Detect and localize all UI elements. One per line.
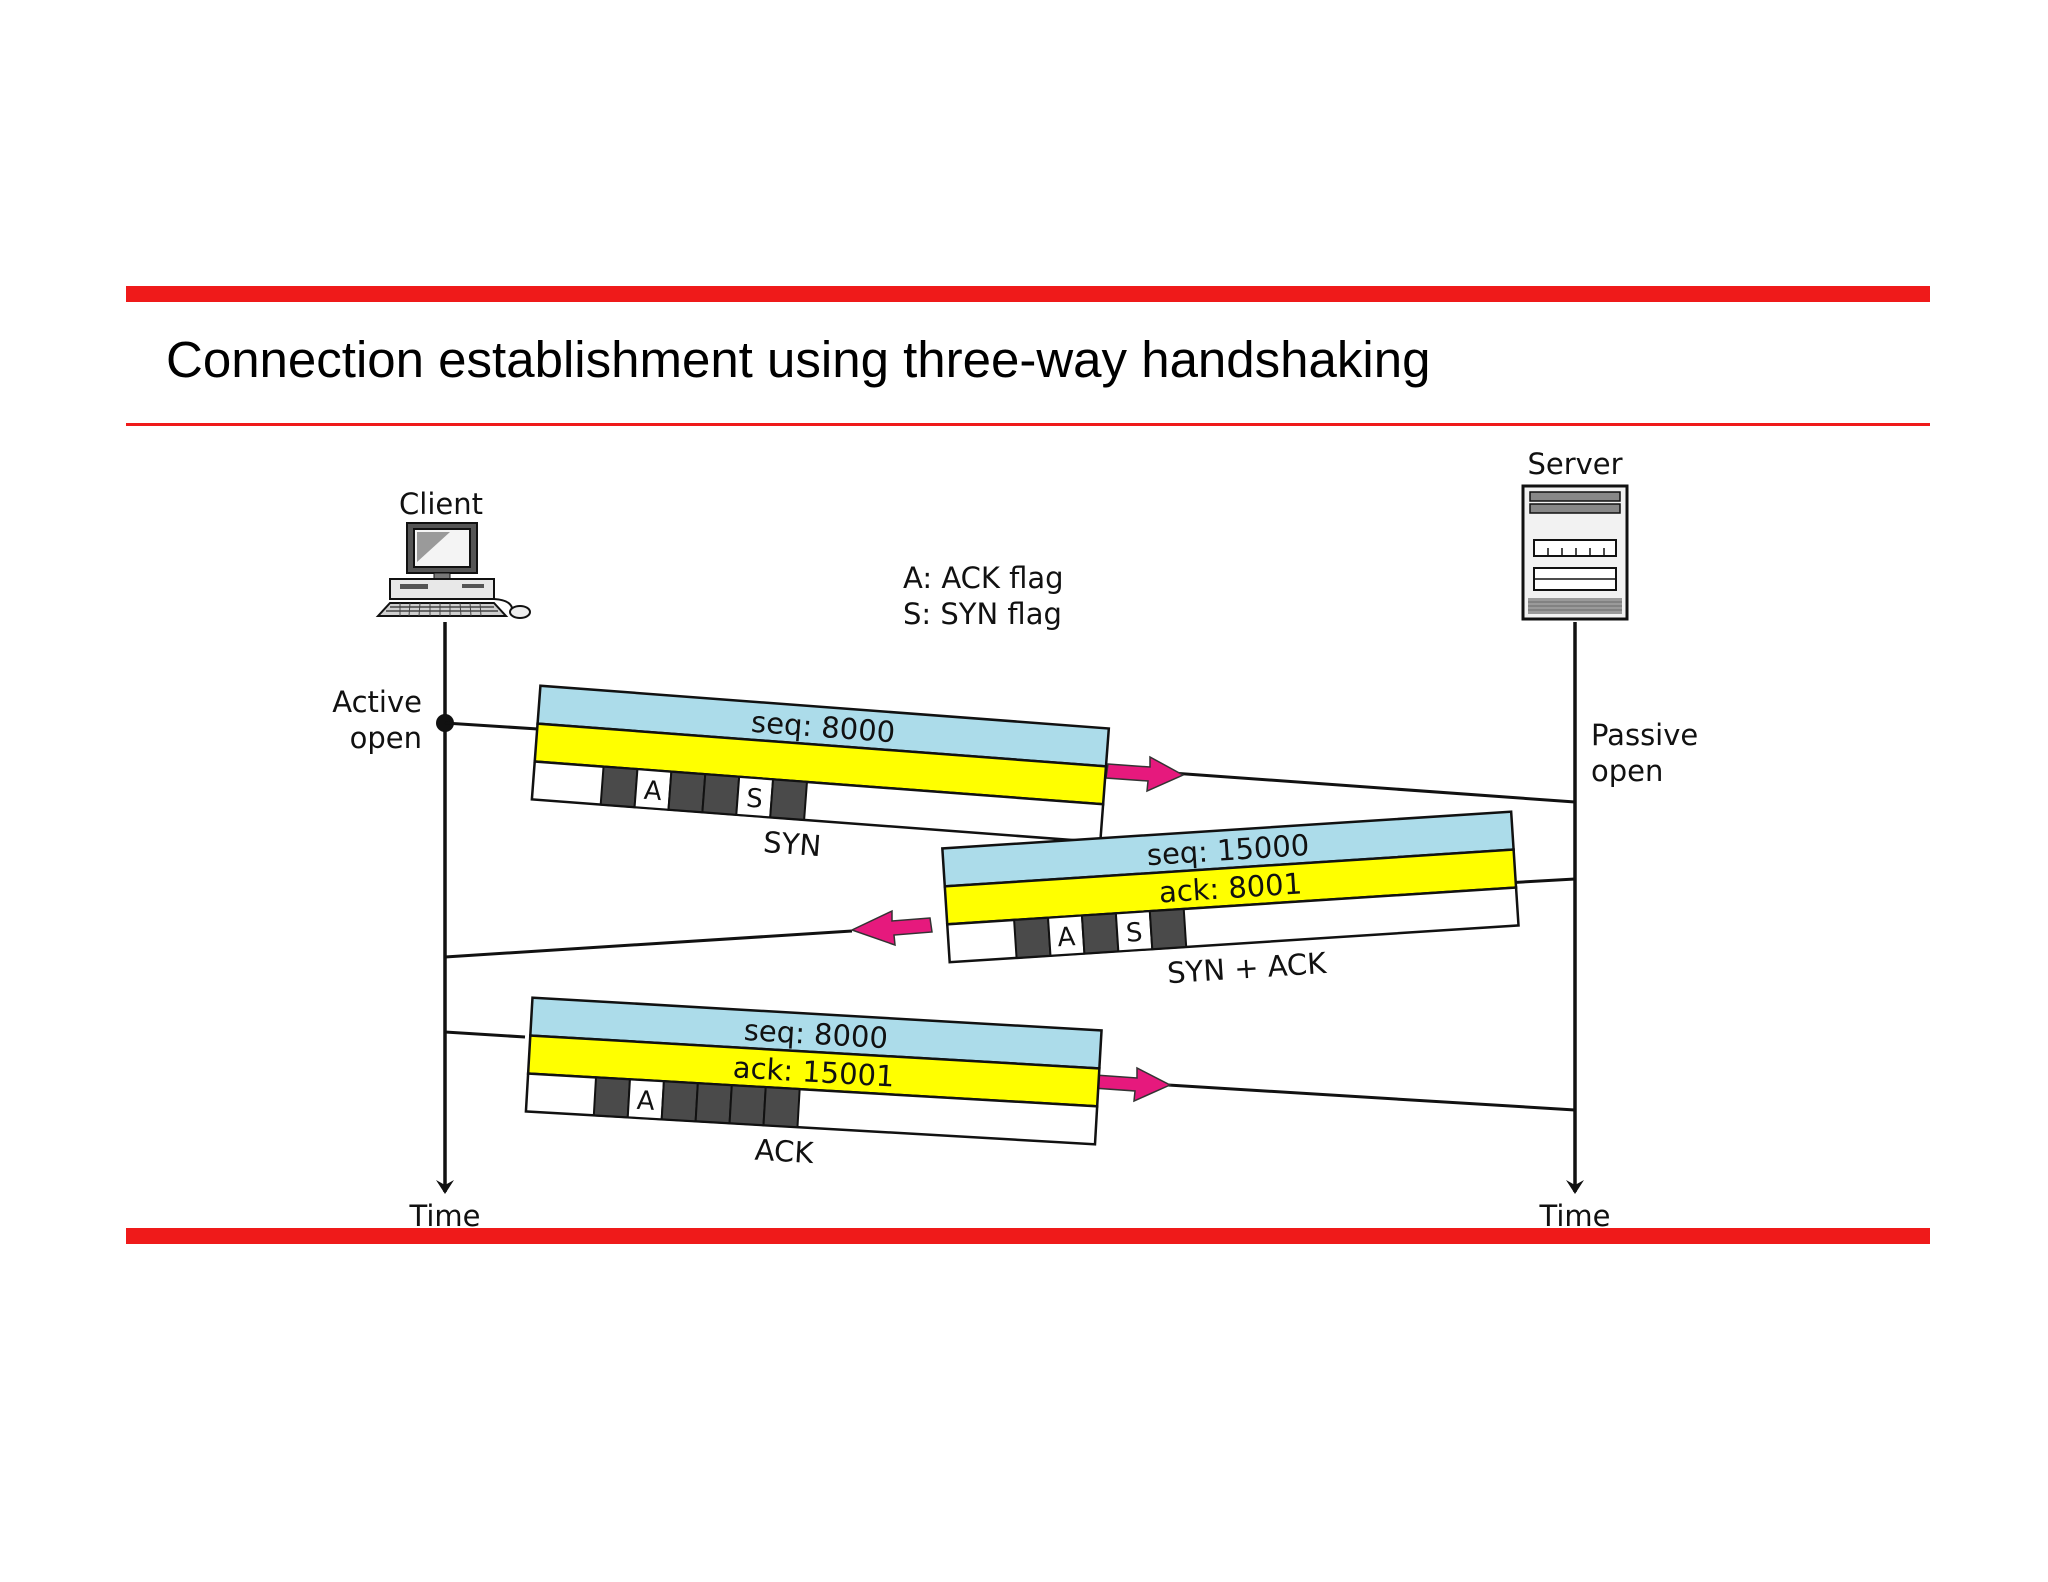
computer-icon — [375, 522, 531, 619]
synack-segment-name: SYN + ACK — [1166, 946, 1328, 990]
slide-title: Connection establishment using three-way… — [166, 331, 1431, 388]
top-red-rule — [126, 286, 1930, 302]
synack-direction-arrow — [850, 909, 933, 947]
svg-text:S: S — [1125, 918, 1143, 949]
ack-seq-text: seq: 8000 — [743, 1013, 889, 1055]
ack-flag-cell-5 — [762, 1086, 801, 1129]
svg-text:A: A — [643, 776, 663, 807]
legend-ack-flag: A: ACK flag — [903, 561, 1064, 595]
synack-segment-line-end — [444, 929, 853, 959]
bottom-red-rule — [126, 1228, 1930, 1244]
active-open-label-line1: Active — [332, 685, 422, 719]
syn-flag-cell-2 — [667, 770, 707, 814]
synack-flag-cell-ack: A — [1046, 914, 1086, 957]
ack-segment-line-start — [444, 1030, 526, 1039]
title-underline-rule — [126, 423, 1930, 426]
svg-text:A: A — [636, 1086, 656, 1117]
server-icon — [1521, 484, 1629, 621]
syn-segment-name: SYN — [762, 825, 822, 863]
syn-direction-arrow — [1105, 755, 1185, 793]
synack-flag-cell-4 — [1148, 907, 1188, 951]
active-open-label-line2: open — [350, 721, 422, 755]
client-label: Client — [399, 487, 483, 521]
legend-syn-flag: S: SYN flag — [903, 597, 1062, 631]
passive-open-label-line1: Passive — [1591, 718, 1698, 752]
svg-text:A: A — [1057, 922, 1077, 953]
syn-flag-cell-syn: S — [735, 775, 775, 819]
ack-flag-cell-0 — [592, 1076, 631, 1119]
ack-segment-name: ACK — [754, 1133, 815, 1170]
ack-flag-cell-4 — [728, 1084, 767, 1127]
ack-flag-cell-ack: A — [626, 1078, 665, 1121]
synack-segment-box: seq: 15000 ack: 8001 A S SYN + ACK — [941, 810, 1520, 990]
server-label: Server — [1527, 447, 1622, 481]
syn-segment-line-end — [1171, 771, 1576, 804]
syn-segment-box: seq: 8000 A S SYN — [530, 684, 1111, 863]
synack-flag-cell-0 — [1013, 916, 1052, 959]
synack-flag-cell-syn: S — [1114, 910, 1154, 953]
passive-open-label-line2: open — [1591, 754, 1663, 788]
ack-flag-cell-3 — [694, 1082, 733, 1125]
ack-segment-box: seq: 8000 ack: 15001 A ACK — [524, 996, 1103, 1170]
syn-segment-line-start — [444, 721, 539, 731]
svg-text:S: S — [745, 784, 764, 815]
syn-flag-cell-0 — [599, 765, 639, 809]
syn-flag-cell-5 — [769, 778, 809, 821]
ack-flag-cell-2 — [660, 1080, 699, 1123]
ack-segment-line-end — [1167, 1083, 1576, 1112]
client-time-label: Time — [409, 1199, 481, 1233]
synack-flag-cell-2 — [1080, 912, 1120, 955]
syn-flag-cell-3 — [701, 773, 741, 816]
syn-flag-cell-ack: A — [633, 768, 673, 811]
ack-direction-arrow — [1092, 1066, 1172, 1103]
server-time-label: Time — [1539, 1199, 1611, 1233]
